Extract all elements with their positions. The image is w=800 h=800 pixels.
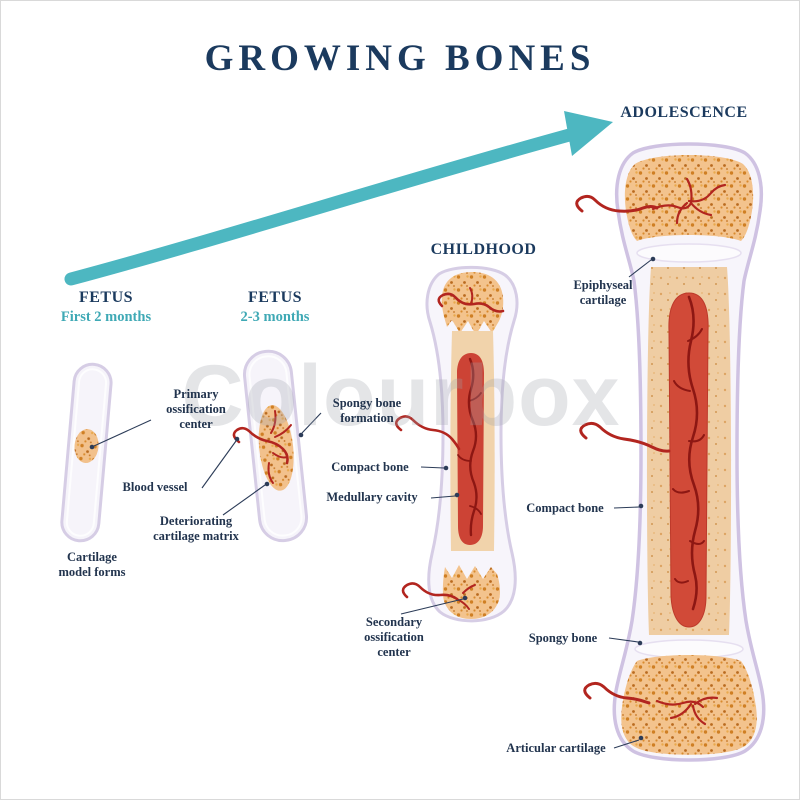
adolescence-bottom-vessel xyxy=(583,681,651,705)
stage-label-fetus-1: FETUS First 2 months xyxy=(31,289,181,326)
callout-cartilage-model-forms: Cartilage model forms xyxy=(58,550,126,579)
stage-name: FETUS xyxy=(78,289,134,306)
stage-subtitle: 2-3 months xyxy=(240,309,310,325)
childhood-top-vessel xyxy=(437,292,505,313)
childhood-middle-vessel xyxy=(394,415,461,451)
stage-label-fetus-2: FETUS 2-3 months xyxy=(200,289,350,326)
callout-epiphyseal-cartilage: Epiphyseal cartilage xyxy=(573,278,633,307)
bone-fetus-first-2-months xyxy=(60,362,113,543)
stage-subtitle: First 2 months xyxy=(60,309,152,325)
callout-secondary-ossification: Secondary ossification center xyxy=(364,615,424,659)
childhood-bottom-vessel xyxy=(401,582,459,601)
callout-deteriorating-cartilage: Deteriorating cartilage matrix xyxy=(153,514,239,543)
stage-name: ADOLESCENCE xyxy=(620,104,748,121)
adolescence-middle-vessel xyxy=(579,421,671,453)
callout-primary-ossification-center: Primary ossification center xyxy=(166,387,226,431)
page-title: GROWING BONES xyxy=(204,38,596,79)
childhood-medullary-cavity xyxy=(457,353,484,545)
adolescence-top-vessel xyxy=(575,194,659,213)
stage-name: FETUS xyxy=(247,289,303,306)
callout-medullary-cavity: Medullary cavity xyxy=(326,490,418,504)
blood-vessel-fetus xyxy=(232,426,289,465)
callout-spongy-bone-formation: Spongy bone formation xyxy=(332,396,402,425)
callout-compact-bone-childhood: Compact bone xyxy=(331,460,409,474)
epiphyseal-cartilage-band-top xyxy=(636,243,742,263)
callout-leader-lines xyxy=(89,256,656,749)
growth-arrow-icon xyxy=(64,111,613,286)
callout-spongy-bone: Spongy bone xyxy=(528,631,598,645)
callout-blood-vessel: Blood vessel xyxy=(122,480,188,494)
callout-compact-bone-adolescence: Compact bone xyxy=(526,501,604,515)
bone-fetus-2-3-months xyxy=(232,349,309,543)
stage-label-adolescence: ADOLESCENCE xyxy=(599,104,769,122)
stage-name: CHILDHOOD xyxy=(430,241,537,258)
stage-label-childhood: CHILDHOOD xyxy=(396,241,571,259)
callout-articular-cartilage: Articular cartilage xyxy=(506,741,606,755)
bone-childhood xyxy=(394,265,519,623)
bone-adolescence xyxy=(575,142,766,762)
